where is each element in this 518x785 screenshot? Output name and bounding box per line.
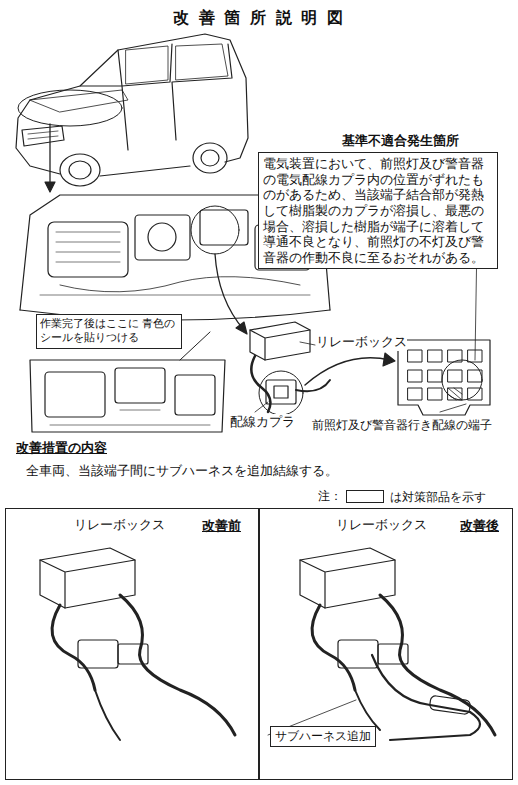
callout-body: 電気装置において、前照灯及び警音器の電気配線カプラ内の位置がずれたものがあるため… (258, 152, 498, 269)
panel-box: リレーボックス 改善前 (5, 508, 259, 780)
sticker-note-text: 作業完了後はここに 青色のシールを貼りつける (40, 317, 178, 346)
part-name: 配線カプラ (230, 414, 295, 431)
panel-heading: 改善後 (460, 517, 499, 535)
part-name: リレーボックス (316, 334, 407, 351)
after-drawing (268, 548, 495, 740)
sticker-note-box: 作業完了後はここに 青色のシールを貼りつける (36, 314, 182, 349)
legend-swatch (346, 490, 384, 503)
car-drawing (16, 34, 248, 192)
legend-text: は対策部品を示す (390, 489, 486, 506)
section-heading: 改善措置の内容 (16, 439, 107, 457)
before-drawing (40, 548, 235, 740)
panel-heading: 改善前 (202, 517, 241, 535)
part-name: 前照灯及び警音器行き配線の端子 (312, 418, 492, 433)
part-label: サブハーネス追加 (275, 728, 371, 745)
title: 改 善 箇 所 説 明 図 (0, 8, 518, 29)
body-text: 全車両、当該端子間にサブハーネスを追加結線する。 (26, 462, 338, 480)
part-name: リレーボックス (336, 517, 427, 534)
part-name: リレーボックス (74, 517, 165, 534)
callout-heading: 基準不適合発生箇所 (342, 132, 498, 150)
panel-box: リレーボックス 改善後サブハーネス追加 (259, 508, 513, 780)
note-mark: 注： (318, 488, 342, 505)
callout-box: 基準不適合発生箇所電気装置において、前照灯及び警音器の電気配線カプラ内の位置がず… (258, 132, 498, 269)
part-label-box: サブハーネス追加 (270, 726, 376, 747)
